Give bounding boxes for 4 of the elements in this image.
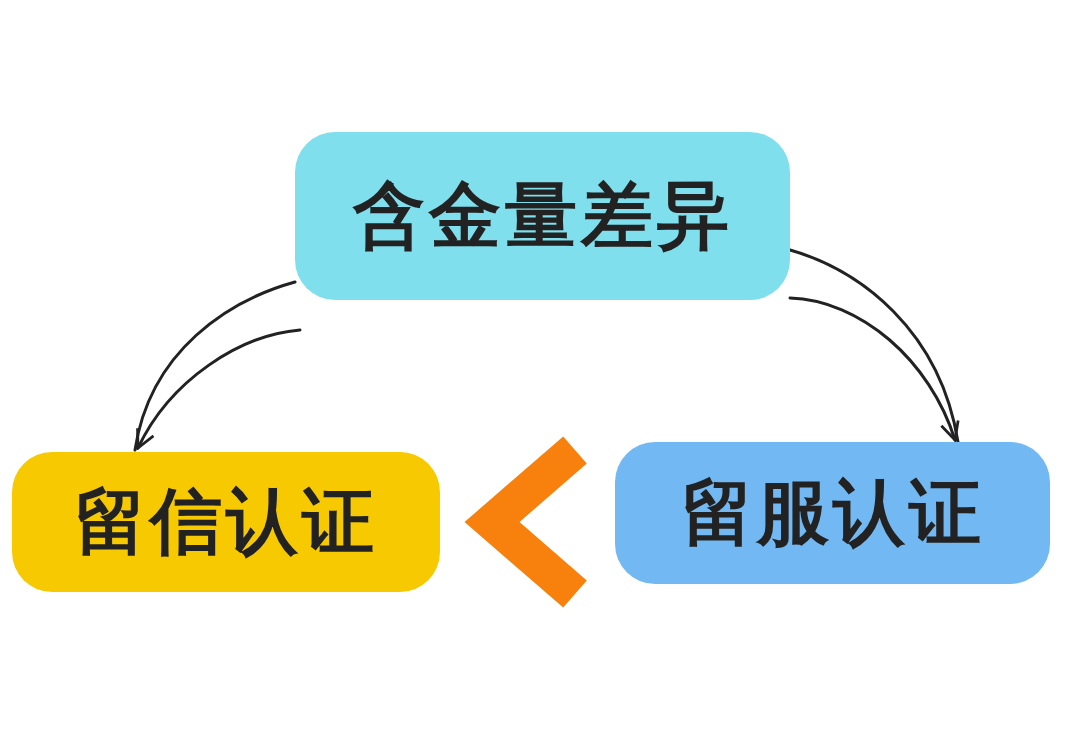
brush-label: 留信认证 xyxy=(12,452,440,592)
brush-label: 留服认证 xyxy=(615,442,1050,584)
brush-label: 含金量差异 xyxy=(295,132,790,300)
curved-arrow xyxy=(133,280,302,452)
